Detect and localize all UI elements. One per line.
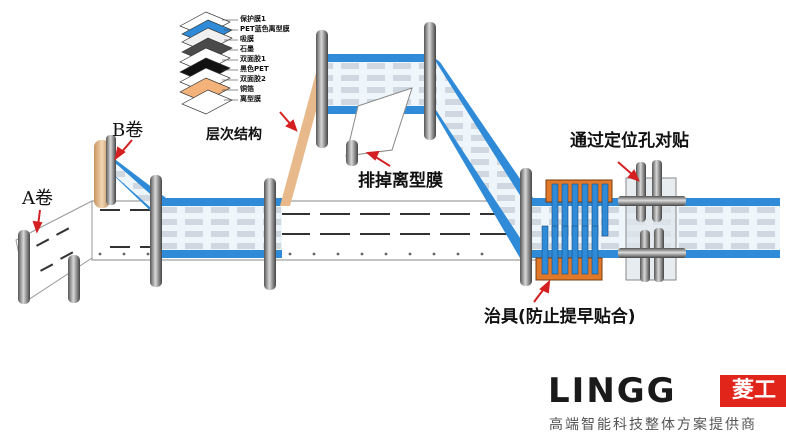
layer-label: 铜箔	[240, 85, 254, 93]
layer-label: PET蓝色离型膜	[240, 25, 290, 33]
layer-stack	[179, 11, 238, 115]
roll-a-film	[15, 200, 93, 301]
fixture	[535, 179, 613, 281]
roller-top-left	[316, 30, 328, 148]
layer-label: 保护膜1	[240, 15, 266, 23]
callout-arrows	[32, 111, 640, 303]
layer-label: 双面胶2	[240, 75, 266, 83]
release-film-roller	[346, 140, 358, 166]
layer-label: 离型膜	[240, 95, 261, 103]
roller-top-right	[424, 22, 436, 140]
layer-label: 双面胶1	[240, 55, 266, 63]
brand-name: LINGG	[548, 371, 677, 411]
brand-badge: 菱工	[720, 375, 786, 407]
roller-b-core	[106, 135, 116, 205]
brand-tagline: 高端智能科技整体方案提供商	[549, 417, 757, 433]
label-layer-structure: 层次结构	[206, 127, 262, 143]
rollers	[18, 22, 532, 304]
roller-1	[150, 175, 162, 287]
alignment-press	[618, 160, 686, 282]
roller-a-front	[18, 230, 30, 304]
layer-label: 黑色PET	[240, 65, 269, 73]
arrow-release	[373, 155, 391, 167]
label-discard-release: 排掉离型膜	[358, 171, 443, 191]
roller-a-back	[68, 255, 80, 303]
label-align-holes: 通过定位孔对贴	[570, 131, 689, 151]
label-roll-b: B卷	[112, 120, 144, 141]
release-film	[345, 87, 413, 166]
roller-3	[520, 168, 532, 286]
layer-label: 吸膜	[240, 35, 254, 43]
label-roll-a: A卷	[22, 188, 53, 209]
roller-2	[264, 178, 276, 290]
label-fixture: 治具(防止提早贴合)	[484, 307, 636, 327]
layer-label: 石墨	[240, 45, 254, 53]
base-film-holes	[98, 252, 484, 256]
